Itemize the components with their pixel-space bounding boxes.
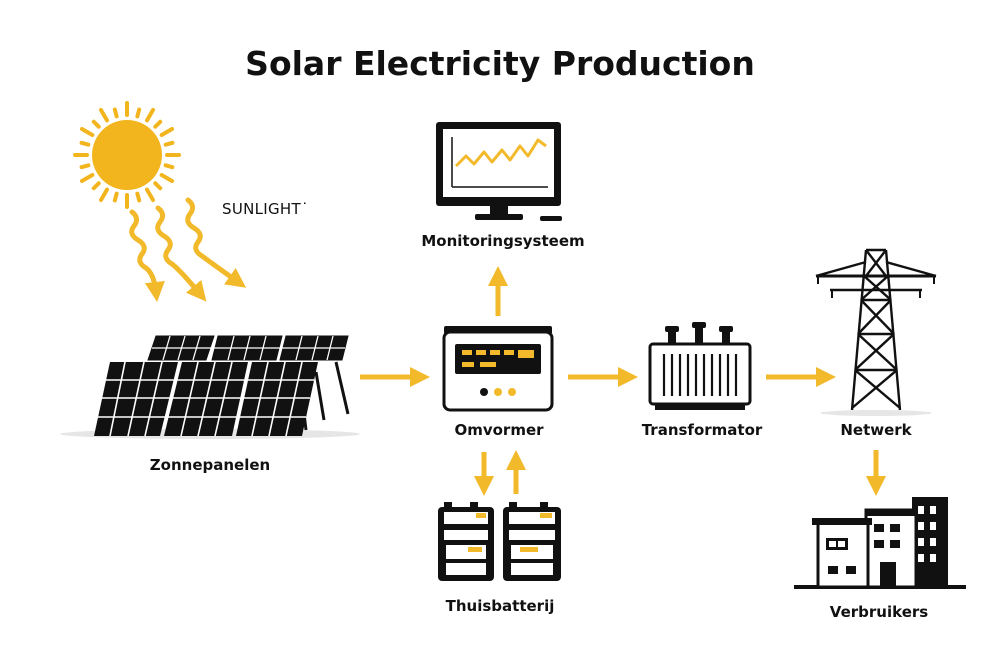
sun-ray	[145, 107, 155, 123]
grid-label: Netwerk	[840, 421, 912, 439]
sun-ray	[99, 187, 109, 203]
sun-icon	[73, 101, 181, 209]
sunlight-label: SUNLIGHT˙	[222, 200, 309, 218]
buildings-icon	[794, 497, 966, 589]
sun-ray	[79, 127, 95, 137]
solar-panels-icon	[60, 335, 360, 439]
inverter-label: Omvormer	[454, 421, 544, 439]
flow-arrows	[360, 266, 886, 496]
sun-ray	[99, 107, 109, 123]
sun-ray	[112, 107, 119, 119]
inverter-icon	[442, 326, 554, 412]
sun-ray	[145, 187, 155, 203]
sun-ray	[153, 181, 163, 191]
diagram-title: Solar Electricity Production	[245, 44, 755, 83]
sun-ray	[135, 191, 142, 203]
sun-ray	[79, 140, 91, 147]
sun-ray	[135, 107, 142, 119]
monitoring-label: Monitoringsysteem	[421, 232, 585, 250]
sun-ray	[91, 119, 101, 129]
sun-ray	[79, 173, 95, 183]
monitor-icon	[436, 122, 562, 221]
sun-ray	[163, 140, 175, 147]
sun-ray	[91, 181, 101, 191]
consumers-label: Verbruikers	[829, 603, 929, 621]
sun-ray	[163, 163, 175, 170]
battery-label: Thuisbatterij	[445, 597, 555, 615]
sun-ray	[159, 173, 175, 183]
transformer-label: Transformator	[641, 421, 763, 439]
sun-ray	[79, 163, 91, 170]
sun-ray	[112, 191, 119, 203]
transformer-icon	[648, 322, 752, 410]
home-battery-icon	[438, 502, 561, 581]
sunlight-rays-icon	[129, 197, 247, 302]
sun-ray	[159, 127, 175, 137]
panels-label: Zonnepanelen	[149, 456, 271, 474]
sun-ray	[153, 119, 163, 129]
power-pylon-icon	[815, 248, 937, 416]
